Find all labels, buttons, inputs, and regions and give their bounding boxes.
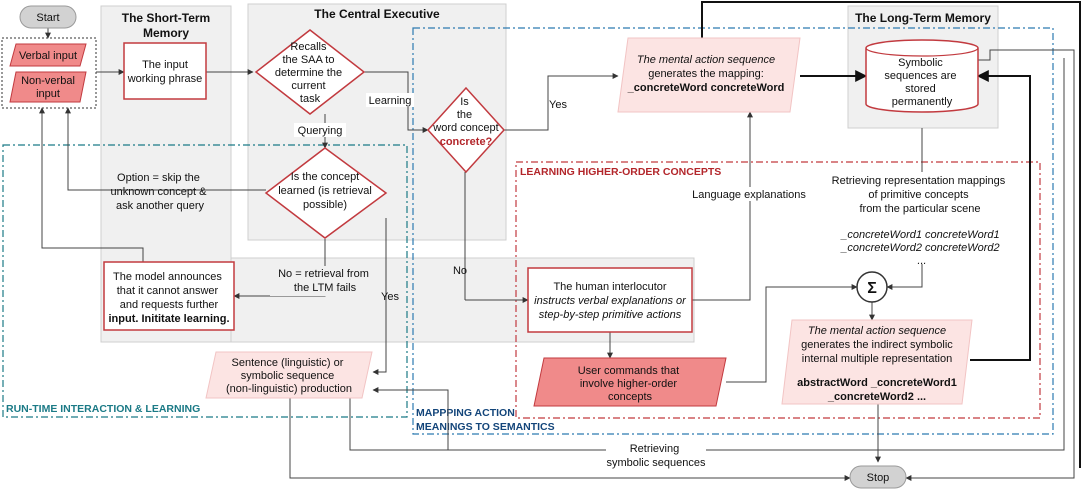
lang-expl-bg [690, 187, 808, 201]
user-cmds-text: User commands that involve higher-order … [578, 365, 683, 403]
no-mid-label: No [453, 265, 467, 277]
model-announce-bold: input. Inititate learning. [109, 313, 230, 325]
mental-seq-shape [617, 37, 801, 113]
retrieving-rep-label: Retrieving representation mappings of pr… [832, 175, 1009, 215]
option-label: Option = skip the unknown concept & ask … [110, 172, 209, 212]
recalls-text: Recalls the SAA to determine the current… [275, 41, 345, 105]
indirect-line4: abstractWord _concreteWord1 [797, 377, 957, 389]
is-concrete-emphasis: concrete? [440, 136, 493, 148]
yes-top-label: Yes [549, 99, 567, 111]
mapping-section [412, 27, 1054, 435]
connectors [39, 1, 1081, 481]
is-concrete-decision [426, 86, 506, 174]
retrieving-sym-label: Retrieving symbolic sequences [606, 443, 706, 469]
no-retrieval-bg [270, 266, 380, 296]
stored-cylinder [865, 39, 979, 113]
sentence-text: Sentence (linguistic) or symbolic sequen… [226, 357, 352, 395]
retrieving-sym-bg [606, 442, 706, 470]
higher-order-section [515, 161, 1041, 419]
stored-text: Symbolic sequences are stored permanentl… [884, 57, 959, 108]
stop-label: Stop [867, 472, 890, 484]
human-box [527, 267, 693, 333]
start-label: Start [36, 12, 59, 24]
human-line3: step-by-step primitive actions [539, 309, 682, 321]
mental-seq-line1: The mental action sequence [637, 54, 775, 66]
is-learned-line1: Is the concept [291, 171, 360, 183]
recalls-decision [254, 29, 366, 115]
querying-label-bg [294, 123, 346, 137]
mental-seq-line3: _concreteWord concreteWord [627, 82, 785, 94]
learning-label-bg [366, 93, 414, 107]
learning-label: Learning [369, 95, 412, 107]
is-learned-decision [264, 147, 388, 239]
indirect-shape [781, 319, 973, 405]
indirect-line3: internal multiple representation [802, 353, 952, 365]
model-announce-box [103, 261, 235, 331]
indirect-line1: The mental action sequence [808, 325, 946, 337]
sigma-circle [856, 271, 888, 303]
inputs-group [1, 37, 97, 109]
user-cmds-shape [533, 357, 727, 407]
runtime-title: RUN-TIME INTERACTION & LEARNING [6, 403, 200, 415]
lang-expl-label: Language explanations [692, 189, 806, 201]
higher-order-title: LEARNING HIGHER-ORDER CONCEPTS [520, 166, 721, 178]
indirect-line2: generates the indirect symbolic [801, 339, 953, 351]
central-exec-title: The Central Executive [314, 7, 440, 21]
is-learned-line3: possible) [303, 199, 347, 211]
verbal-input-shape [9, 43, 87, 67]
human-line1: The human interlocutor [553, 281, 666, 293]
sentence-shape [205, 351, 373, 399]
verbal-input-label: Verbal input [19, 50, 77, 62]
retrieving-rep-bg [828, 172, 1012, 216]
input-phrase-box [123, 42, 207, 100]
start-terminal [19, 5, 77, 29]
nonverbal-input-shape [9, 71, 87, 103]
no-retrieval-label: No = retrieval from the LTM fails [278, 268, 372, 294]
human-line2: instructs verbal explanations or [534, 295, 687, 307]
sigma-icon: Σ [867, 280, 877, 297]
is-learned-line2: learned (is retrieval [278, 185, 372, 197]
indirect-line5: _concreteWord2 ... [827, 391, 926, 403]
stored-cylinder-top [865, 47, 979, 57]
model-announce-text: The model announces that it cannot answe… [113, 271, 225, 311]
stop-terminal [849, 465, 907, 489]
querying-label: Querying [298, 125, 343, 137]
yes-bottom-label: Yes [381, 291, 399, 303]
long-term-title: The Long-Term Memory [855, 11, 991, 25]
concrete-words-label: _concreteWord1 concreteWord1 _concreteWo… [840, 229, 1002, 267]
runtime-section [2, 144, 408, 418]
is-concrete-text: Is the word concept [432, 96, 498, 134]
mental-seq-line2: generates the mapping: [648, 68, 764, 80]
